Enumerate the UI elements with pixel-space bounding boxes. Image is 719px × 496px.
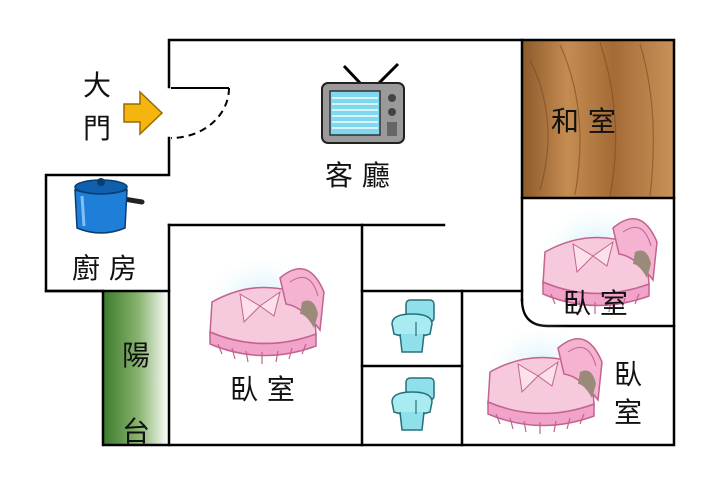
- bedroom-main-label: 臥 室: [230, 373, 295, 406]
- crib-icon: [199, 249, 325, 367]
- bedroom-right-upper-label: 臥 室: [563, 287, 628, 320]
- door-swing-icon: [170, 87, 230, 139]
- washitsu-label: 和 室: [551, 105, 616, 138]
- entrance-label-line1: 大: [82, 69, 111, 102]
- balcony-label-line1: 陽: [121, 339, 150, 372]
- entrance-arrow-icon: [123, 90, 164, 136]
- bedroom-right-lower-label: 臥 室: [613, 356, 643, 432]
- balcony-floor: [103, 291, 169, 445]
- bedroom-right-lower-label-line2: 室: [613, 395, 642, 429]
- entrance-label-line2: 門: [82, 112, 111, 146]
- balcony-label: 陽 台: [121, 318, 151, 469]
- crib-icon: [477, 319, 603, 437]
- cooking-pot-icon: [74, 178, 145, 234]
- living-room-label: 客 廳: [325, 159, 390, 192]
- entrance-label: 大 門: [82, 64, 112, 151]
- toilet-icon: [391, 299, 435, 353]
- television-icon: [321, 62, 405, 144]
- toilet-icon: [391, 377, 435, 431]
- balcony-label-line2: 台: [121, 414, 150, 448]
- kitchen-label: 廚 房: [72, 252, 137, 285]
- bedroom-right-lower-label-line1: 臥: [613, 358, 642, 391]
